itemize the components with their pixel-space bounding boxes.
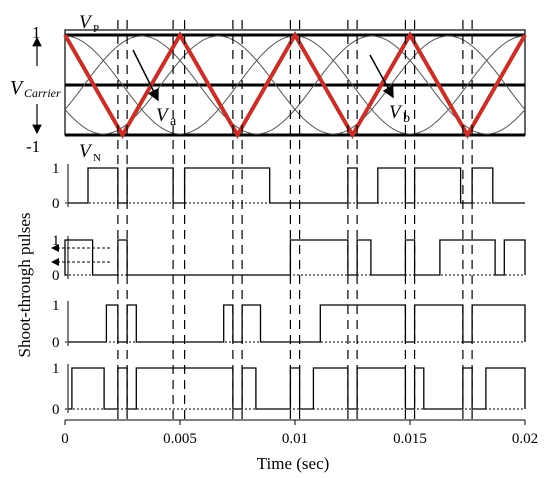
pulse-level-zero: 0 (52, 335, 60, 351)
vp-label: V P (79, 12, 99, 35)
vp-subscript: P (93, 23, 99, 35)
pulse-level-zero: 0 (52, 268, 60, 284)
va-subscript: a (170, 114, 177, 129)
vcarrier-subscript: Carrier (24, 86, 61, 100)
carrier-panel-frame (64, 29, 526, 136)
carrier-panel (63, 29, 527, 140)
x-tick-label: 0.01 (282, 431, 308, 447)
pulse-level-zero: 0 (52, 196, 60, 212)
carrier-triangle-highlight (64, 33, 526, 137)
pulse-waveform (68, 304, 526, 343)
vb-symbol: V (389, 102, 403, 123)
x-tick-label: 0.015 (393, 431, 427, 447)
vcarrier-symbol: V (10, 77, 25, 99)
x-tick-label: 0.005 (163, 431, 197, 447)
y-axis-label: Shoot-through pulses (15, 213, 34, 358)
va-arrow (132, 49, 159, 102)
top-one-label: 1 (32, 23, 41, 42)
vn-subscript: N (93, 152, 101, 164)
vb-label: V b (369, 54, 410, 126)
x-axis-ticks: 0 0.005 0.01 0.015 0.02 (61, 420, 538, 447)
vcarrier-label: V Carrier (10, 77, 61, 100)
pulse-level-one: 1 (52, 233, 60, 249)
va-symbol: V (156, 105, 170, 126)
pulse-waveform (68, 367, 526, 410)
vn-label: V N (79, 141, 101, 164)
va-label: V a (132, 49, 177, 129)
pulse-traces (64, 164, 526, 413)
pulse-waveform (68, 167, 525, 204)
top-minus-one-label: -1 (26, 137, 40, 156)
pulse-pointer-arrows (51, 244, 110, 266)
pulse-level-one: 1 (52, 361, 60, 377)
pulse-level-one: 1 (52, 298, 60, 314)
x-tick-label: 0 (61, 431, 69, 447)
x-tick-label: 0.02 (512, 431, 538, 447)
vn-symbol: V (79, 141, 93, 162)
pulse-waveform (64, 239, 526, 276)
x-axis-label: Time (sec) (257, 454, 330, 473)
vp-symbol: V (79, 12, 93, 33)
pulse-level-one: 1 (52, 161, 60, 177)
pulse-level-labels: 1 0 1 0 1 0 1 0 (52, 161, 60, 418)
reference-sine-c (64, 35, 526, 135)
time-markers (117, 20, 473, 420)
pulse-level-zero: 0 (52, 402, 60, 418)
vb-subscript: b (403, 111, 410, 126)
vb-arrow (369, 54, 394, 99)
